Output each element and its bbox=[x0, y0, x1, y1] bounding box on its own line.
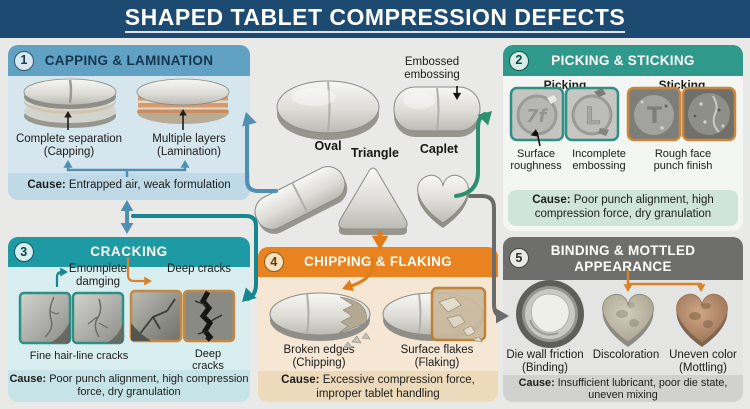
panel-number-badge: 5 bbox=[509, 248, 529, 268]
heart-tablet-illustration bbox=[417, 174, 469, 228]
title-bar: SHAPED TABLET COMPRESSION DEFECTS bbox=[0, 0, 750, 38]
panel-cracking-title: CRACKING bbox=[90, 244, 168, 260]
caption-lamination: Multiple layers (Lamination) bbox=[152, 133, 226, 158]
oval-tablet-illustration bbox=[276, 80, 380, 140]
callout-incomplete-damaging: Emomplete damging bbox=[68, 263, 128, 288]
panel-number-badge: 2 bbox=[509, 50, 529, 71]
group-label-sticking: Sticking bbox=[658, 78, 706, 92]
panel-chipping-title: CHIPPING & FLAKING bbox=[304, 254, 452, 270]
callout-deep-cracks: Deep cracks bbox=[167, 263, 231, 275]
caption-hairline-cracks: Fine hair-line cracks bbox=[29, 350, 129, 362]
caption-mottling: Uneven color (Mottling) bbox=[669, 349, 737, 374]
label-caplet: Caplet bbox=[419, 142, 459, 156]
panel-number-badge: 1 bbox=[14, 50, 34, 71]
cause-picking: Cause: Poor punch alignment, high compre… bbox=[508, 190, 738, 226]
caption-incomplete-embossing: Incomplete embossing bbox=[572, 148, 626, 173]
connector-to-capping bbox=[245, 118, 278, 193]
caption-flaking: Surface flakes (Flaking) bbox=[400, 344, 474, 369]
page-title: SHAPED TABLET COMPRESSION DEFECTS bbox=[124, 5, 626, 33]
caption-deep-cracks: Deep cracks bbox=[192, 348, 224, 373]
capsule-tablet-illustration bbox=[254, 166, 348, 234]
panel-binding-header: 5 BINDING & MOTTLED APPEARANCE bbox=[503, 237, 743, 280]
panel-picking-sticking: 2 PICKING & STICKING Picking Sticking Su… bbox=[503, 45, 743, 231]
cause-binding: Cause: Insufficient lubricant, poor die … bbox=[503, 375, 743, 402]
cause-chipping: Cause: Excessive compression force, impr… bbox=[258, 371, 498, 402]
triangle-tablet-illustration bbox=[338, 167, 408, 235]
panel-capping-title: CAPPING & LAMINATION bbox=[44, 52, 214, 68]
caption-capping: Complete separation (Capping) bbox=[15, 133, 123, 158]
cause-capping: Cause: Entrapped air, weak formulation bbox=[8, 173, 250, 200]
caption-discoloration: Discoloration bbox=[592, 349, 660, 361]
panel-capping-lamination: 1 CAPPING & LAMINATION Complete separati… bbox=[8, 45, 250, 200]
caption-rough-face: Rough face punch finish bbox=[653, 148, 713, 173]
panel-binding-mottled: 5 BINDING & MOTTLED APPEARANCE Die wall … bbox=[503, 237, 743, 402]
caplet-tablet-illustration bbox=[393, 86, 481, 137]
panel-picking-header: 2 PICKING & STICKING bbox=[503, 45, 743, 76]
panel-cracking: 3 CRACKING Emomplete damging Deep cracks… bbox=[8, 237, 250, 402]
label-oval: Oval bbox=[314, 139, 342, 153]
panel-number-badge: 4 bbox=[264, 252, 284, 272]
panel-chipping-flaking: 4 CHIPPING & FLAKING Broken edges (Chipp… bbox=[258, 247, 498, 402]
panel-capping-header: 1 CAPPING & LAMINATION bbox=[8, 45, 250, 76]
caption-binding: Die wall friction (Binding) bbox=[506, 349, 584, 374]
label-triangle: Triangle bbox=[351, 146, 399, 160]
cause-cracking: Cause: Poor punch alignment, high compre… bbox=[8, 370, 250, 402]
panel-picking-title: PICKING & STICKING bbox=[551, 52, 695, 68]
caption-surface-roughness: Surface roughness bbox=[510, 148, 562, 173]
group-label-picking: Picking bbox=[543, 78, 587, 92]
panel-binding-title: BINDING & MOTTLED APPEARANCE bbox=[550, 242, 696, 274]
caption-chipping: Broken edges (Chipping) bbox=[283, 344, 355, 369]
panel-number-badge: 3 bbox=[14, 242, 34, 262]
panel-chipping-header: 4 CHIPPING & FLAKING bbox=[258, 247, 498, 277]
annotation-embossed: Embossed embossing bbox=[404, 56, 460, 81]
